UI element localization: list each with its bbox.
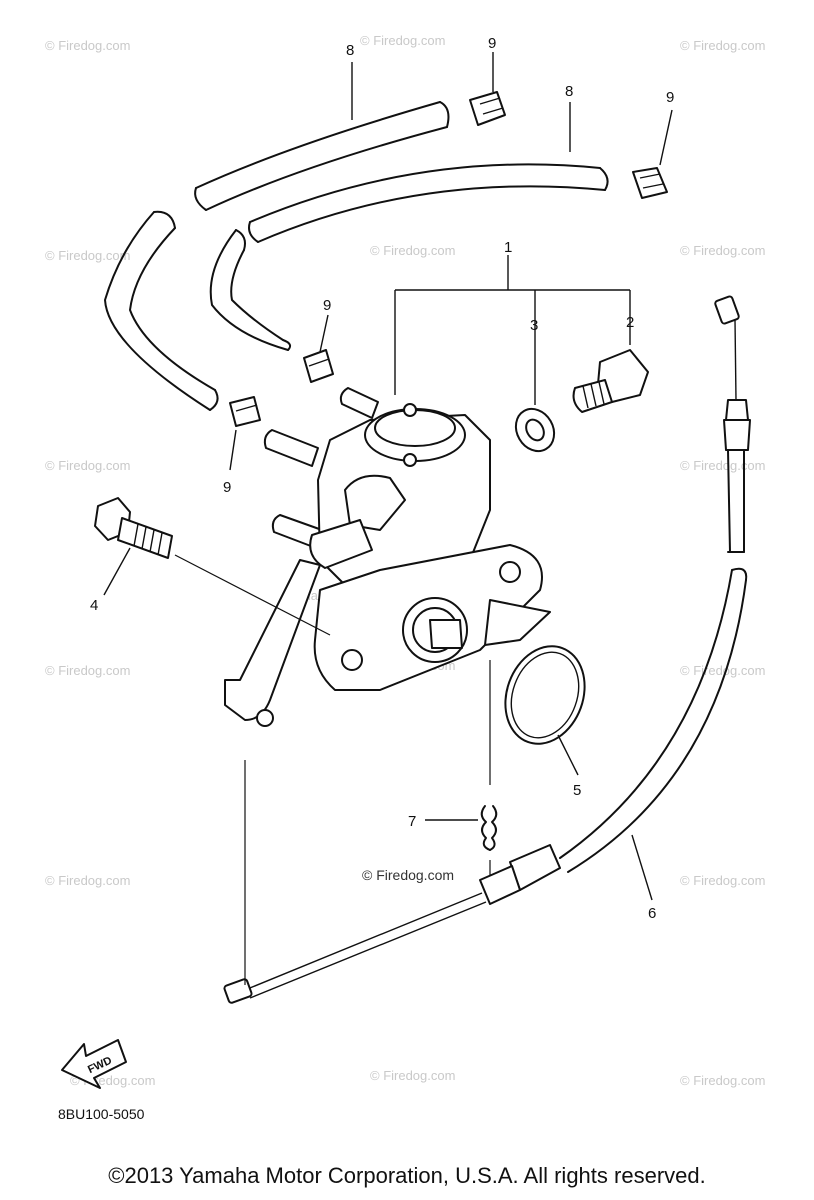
callout-9: 9 (223, 479, 231, 496)
callout-5: 5 (573, 782, 581, 799)
watermark: © Firedog.com (45, 873, 130, 888)
bolt (94, 497, 173, 559)
assembly-lines (103, 52, 673, 985)
exploded-parts-diagram: © Firedog.com © Firedog.com © Firedog.co… (45, 33, 765, 1122)
callout-3: 3 (530, 317, 538, 334)
diagram-code: 8BU100-5050 (58, 1106, 145, 1122)
callout-labels: 1 2 3 4 5 6 7 8 8 9 9 9 9 (90, 35, 674, 922)
callout-9: 9 (666, 89, 674, 106)
fuel-hose-lower (209, 163, 609, 351)
watermark: © Firedog.com (45, 248, 130, 263)
watermark: © Firedog.com (45, 458, 130, 473)
callout-4: 4 (90, 597, 98, 614)
callout-8: 8 (346, 42, 354, 59)
watermark: © Firedog.com (360, 33, 445, 48)
watermark: © Firedog.com (680, 38, 765, 53)
watermark: © Firedog.com (680, 458, 765, 473)
callout-9: 9 (488, 35, 496, 52)
cable-clip (480, 805, 498, 851)
washer (514, 407, 556, 453)
hose-clip-mid (303, 349, 334, 383)
hose-clip-top-right (632, 167, 668, 199)
watermark: © Firedog.com (680, 873, 765, 888)
control-cable (223, 295, 751, 1004)
watermark: © Firedog.com (370, 243, 455, 258)
callout-9: 9 (323, 297, 331, 314)
hose-clip-left (229, 396, 261, 427)
callout-2: 2 (626, 314, 634, 331)
hose-clip-top-left (469, 91, 506, 126)
fuel-cock-assembly (224, 387, 551, 727)
watermark: © Firedog.com (370, 1068, 455, 1083)
watermark: © Firedog.com (45, 38, 130, 53)
watermark: © Firedog.com (45, 663, 130, 678)
watermark: © Firedog.com (680, 1073, 765, 1088)
watermark-center: © Firedog.com (362, 867, 454, 883)
watermark: © Firedog.com (680, 663, 765, 678)
watermark: © Firedog.com (680, 243, 765, 258)
copyright-notice: ©2013 Yamaha Motor Corporation, U.S.A. A… (108, 1163, 706, 1188)
fuel-hose-upper (104, 101, 450, 411)
callout-6: 6 (648, 905, 656, 922)
screw (572, 349, 649, 413)
o-ring (504, 645, 586, 745)
callout-1: 1 (504, 239, 512, 256)
forward-arrow-icon: FWD (61, 1039, 127, 1089)
callout-8: 8 (565, 83, 573, 100)
callout-7: 7 (408, 813, 416, 830)
